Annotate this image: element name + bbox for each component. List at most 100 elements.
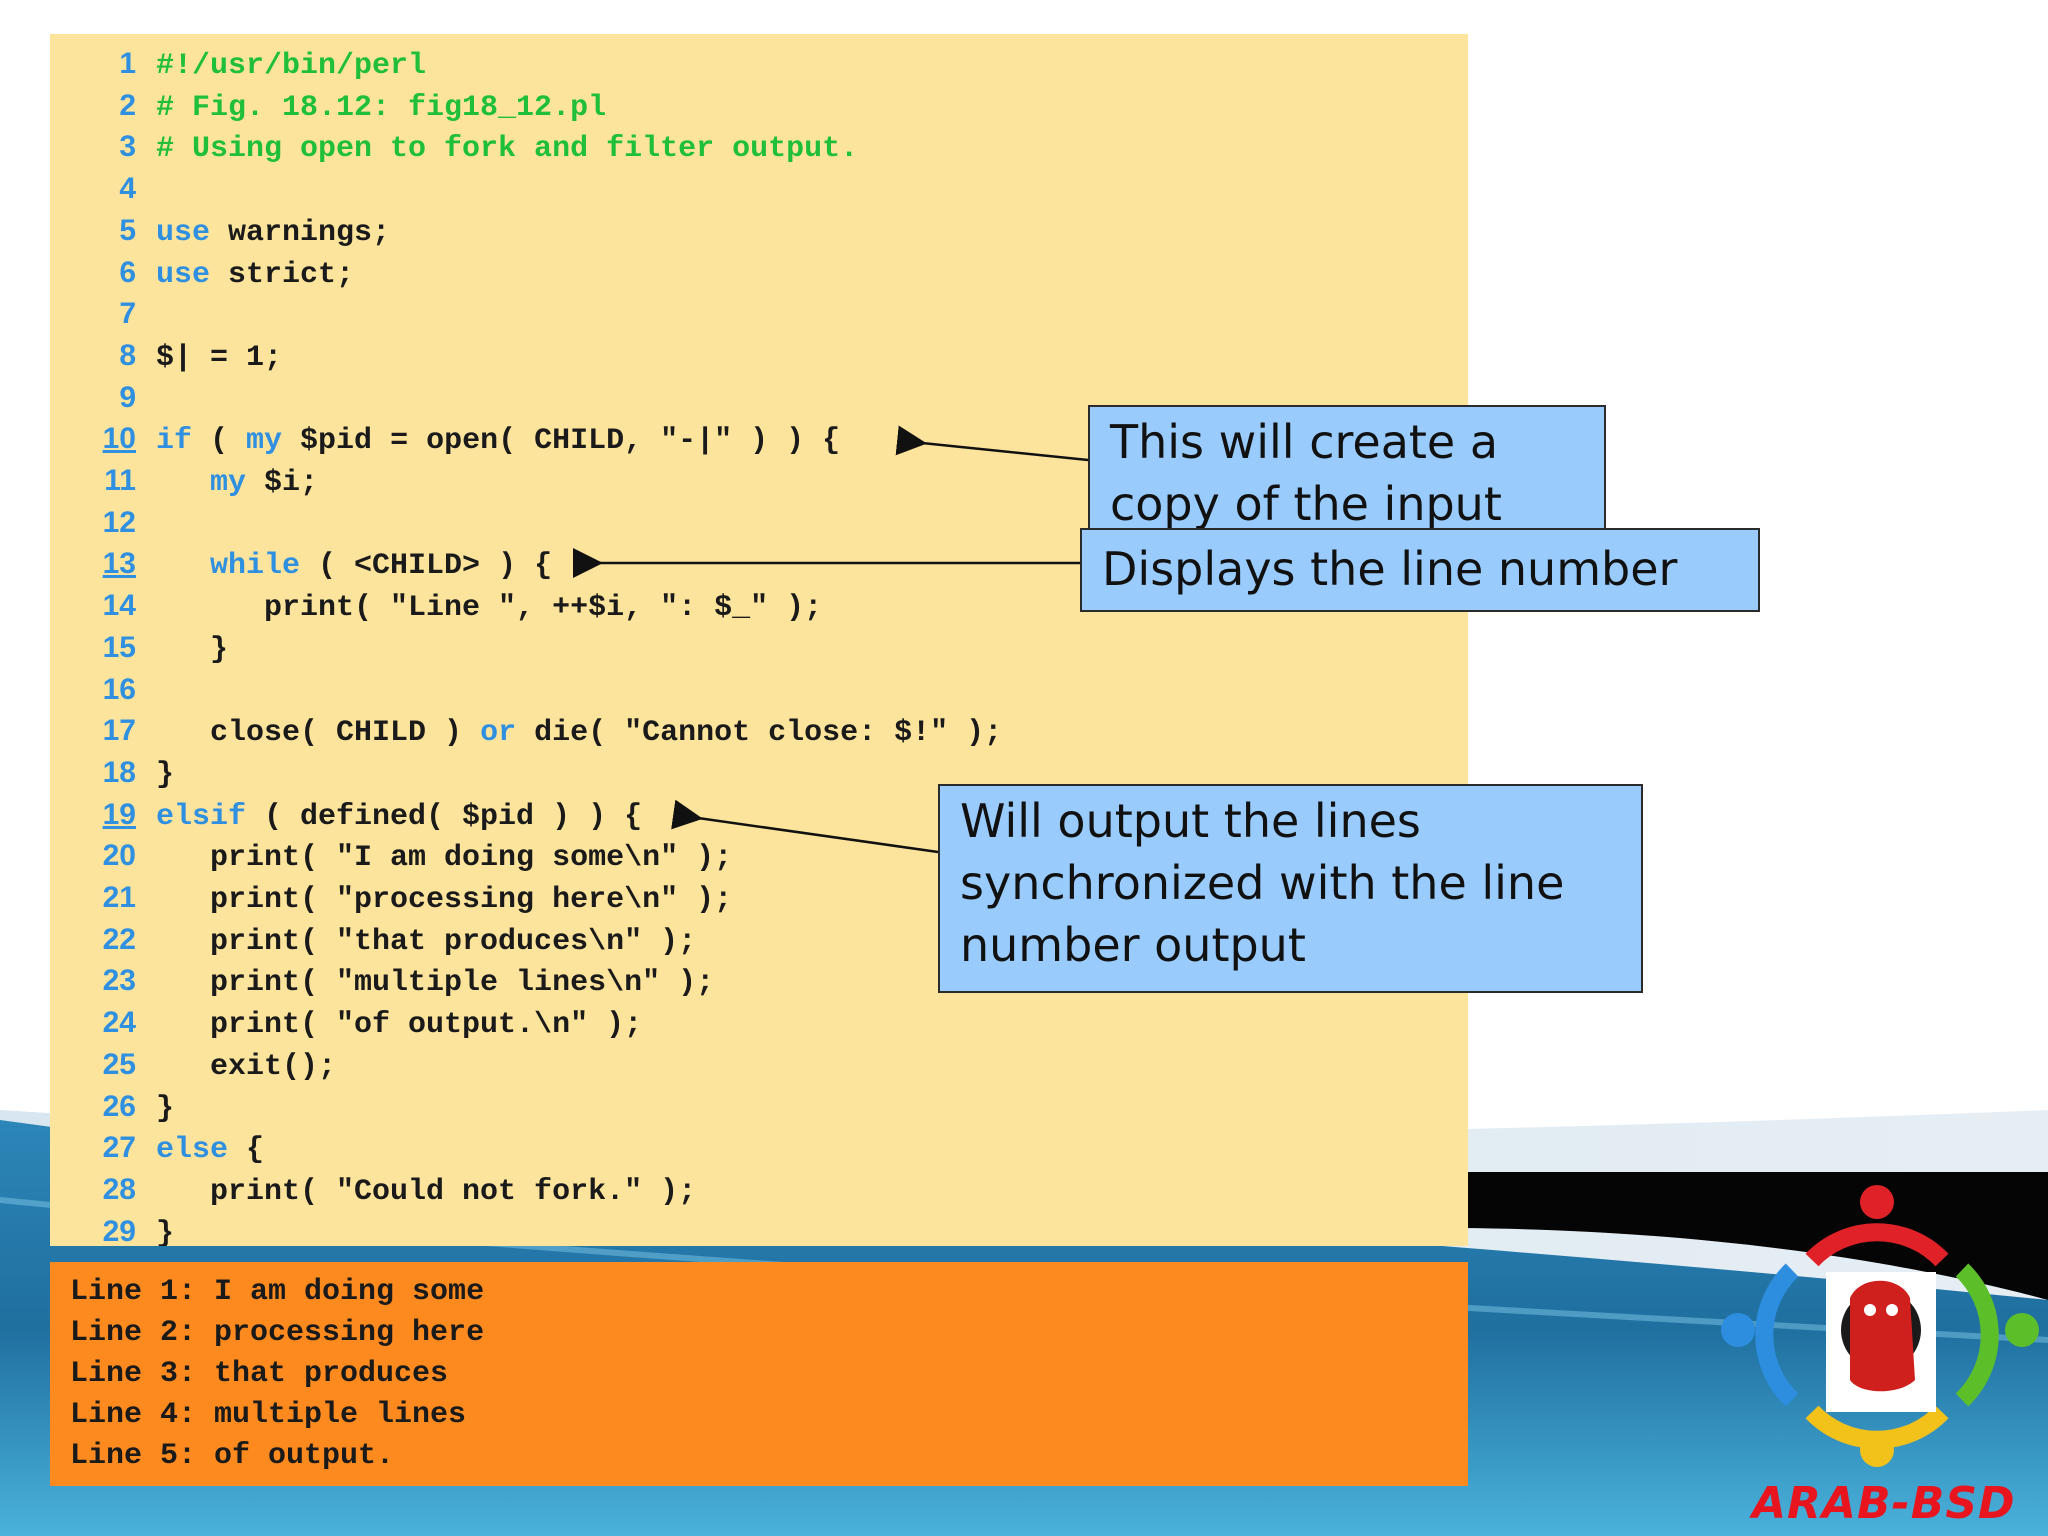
code-text: else { [156, 1129, 264, 1171]
line-number: 22 [102, 922, 136, 956]
code-text: my $i; [156, 462, 318, 504]
line-number: 29 [102, 1214, 136, 1246]
code-line: 9 [50, 377, 156, 419]
code-text: close( CHILD ) or die( "Cannot close: $!… [156, 712, 1002, 754]
code-line: 11 my $i; [50, 460, 318, 502]
code-token: } [156, 757, 175, 792]
code-text: print( "of output.\n" ); [156, 1004, 642, 1046]
line-number: 23 [102, 964, 136, 998]
code-comment: #!/usr/bin/perl [156, 49, 427, 83]
code-comment: # Using open to fork and filter output. [156, 132, 859, 167]
code-line: 13 while ( <CHILD> ) { [50, 543, 552, 585]
code-text: # Using open to fork and filter output. [156, 128, 858, 170]
callout-create-copy: This will create a copy of the input [1088, 405, 1606, 531]
code-token: $pid = open( CHILD, "-|" ) ) { [282, 424, 841, 459]
code-line: 6 use strict; [50, 252, 354, 294]
code-keyword: else [156, 1133, 229, 1168]
code-text: elsif ( defined( $pid ) ) { [156, 796, 642, 838]
callout-line-number: Displays the line number [1080, 528, 1760, 612]
code-token: } [156, 1091, 175, 1126]
line-number: 1 [119, 47, 136, 80]
code-line: 22 print( "that produces\n" ); [50, 919, 696, 961]
callout-synchronized: Will output the lines synchronized with … [938, 784, 1643, 993]
program-output: Line 1: I am doing some Line 2: processi… [50, 1262, 1468, 1486]
line-number: 28 [102, 1172, 136, 1206]
code-token: close( CHILD ) [156, 716, 481, 751]
code-token: warnings; [210, 215, 391, 250]
code-line: 14 print( "Line ", ++$i, ": $_" ); [50, 585, 822, 627]
line-number: 4 [119, 172, 136, 206]
code-line: 24 print( "of output.\n" ); [50, 1002, 642, 1044]
logo-text: ARAB-BSD [1752, 1478, 2016, 1529]
code-token: print( "processing here\n" ); [156, 883, 733, 917]
code-token: print( "of output.\n" ); [156, 1008, 643, 1043]
line-number: 15 [102, 630, 136, 664]
code-line: 23 print( "multiple lines\n" ); [50, 960, 714, 1002]
code-token [156, 466, 210, 500]
code-text: } [156, 754, 174, 796]
code-keyword: while [210, 549, 301, 584]
code-text: use strict; [156, 254, 354, 296]
code-token: strict; [210, 257, 355, 292]
code-text: use warnings; [156, 212, 390, 254]
code-text: print( "multiple lines\n" ); [156, 962, 714, 1004]
code-token: exit(); [156, 1049, 337, 1084]
code-line: 18} [50, 752, 174, 794]
line-number: 7 [119, 297, 136, 331]
code-keyword: or [480, 716, 517, 751]
code-text: print( "Line ", ++$i, ": $_" ); [156, 587, 822, 629]
code-keyword: use [156, 215, 211, 250]
code-text: exit(); [156, 1046, 336, 1088]
code-text: print( "processing here\n" ); [156, 879, 732, 921]
line-number: 5 [119, 213, 136, 247]
code-comment: # Fig. 18.12: fig18_12.pl [156, 90, 607, 125]
code-token: ( [192, 424, 247, 459]
code-text: print( "I am doing some\n" ); [156, 837, 732, 879]
line-number: 9 [119, 380, 136, 414]
code-token: $i; [246, 466, 319, 500]
code-token: ( <CHILD> ) { [300, 549, 553, 584]
code-line: 7 [50, 293, 156, 335]
code-keyword: elsif [156, 799, 247, 834]
code-token: } [156, 1216, 175, 1246]
code-token: $| = 1; [156, 340, 283, 375]
code-keyword: my [246, 424, 283, 459]
code-line: 20 print( "I am doing some\n" ); [50, 835, 732, 877]
code-token: print( "Could not fork." ); [156, 1174, 697, 1209]
output-line: Line 5: of output. [70, 1439, 395, 1473]
code-text: #!/usr/bin/perl [156, 45, 426, 87]
code-token: print( "Line ", ++$i, ": $_" ); [156, 591, 823, 626]
line-number: 14 [102, 589, 136, 623]
line-number: 8 [119, 338, 136, 372]
code-token: ( defined( $pid ) ) { [246, 799, 643, 834]
code-text: $| = 1; [156, 337, 282, 379]
output-line: Line 2: processing here [70, 1316, 485, 1350]
code-token: print( "I am doing some\n" ); [156, 841, 733, 876]
line-number: 6 [119, 255, 136, 289]
line-number: 24 [102, 1006, 136, 1040]
code-text: while ( <CHILD> ) { [156, 545, 552, 587]
code-line: 4 [50, 168, 156, 210]
line-number: 13 [102, 547, 136, 581]
output-line: Line 3: that produces [70, 1357, 449, 1391]
arab-bsd-logo [1721, 1185, 2039, 1467]
code-line: 16 [50, 669, 156, 711]
line-number: 21 [102, 881, 136, 914]
code-line: 17 close( CHILD ) or die( "Cannot close:… [50, 710, 1003, 754]
code-token: { [228, 1133, 265, 1168]
line-number: 17 [102, 714, 136, 748]
code-line: 21 print( "processing here\n" ); [50, 877, 732, 919]
output-line: Line 4: multiple lines [70, 1398, 467, 1432]
code-line: 2# Fig. 18.12: fig18_12.pl [50, 85, 606, 127]
code-text: } [156, 1088, 174, 1130]
code-token: print( "multiple lines\n" ); [156, 966, 715, 1001]
code-line: 8 $| = 1; [50, 335, 282, 377]
code-line: 26} [50, 1086, 174, 1128]
code-line: 3# Using open to fork and filter output. [50, 126, 858, 168]
code-line: 19 elsif ( defined( $pid ) ) { [50, 794, 642, 836]
code-keyword: if [156, 424, 193, 459]
line-number: 19 [102, 797, 136, 831]
line-number: 25 [102, 1047, 136, 1081]
